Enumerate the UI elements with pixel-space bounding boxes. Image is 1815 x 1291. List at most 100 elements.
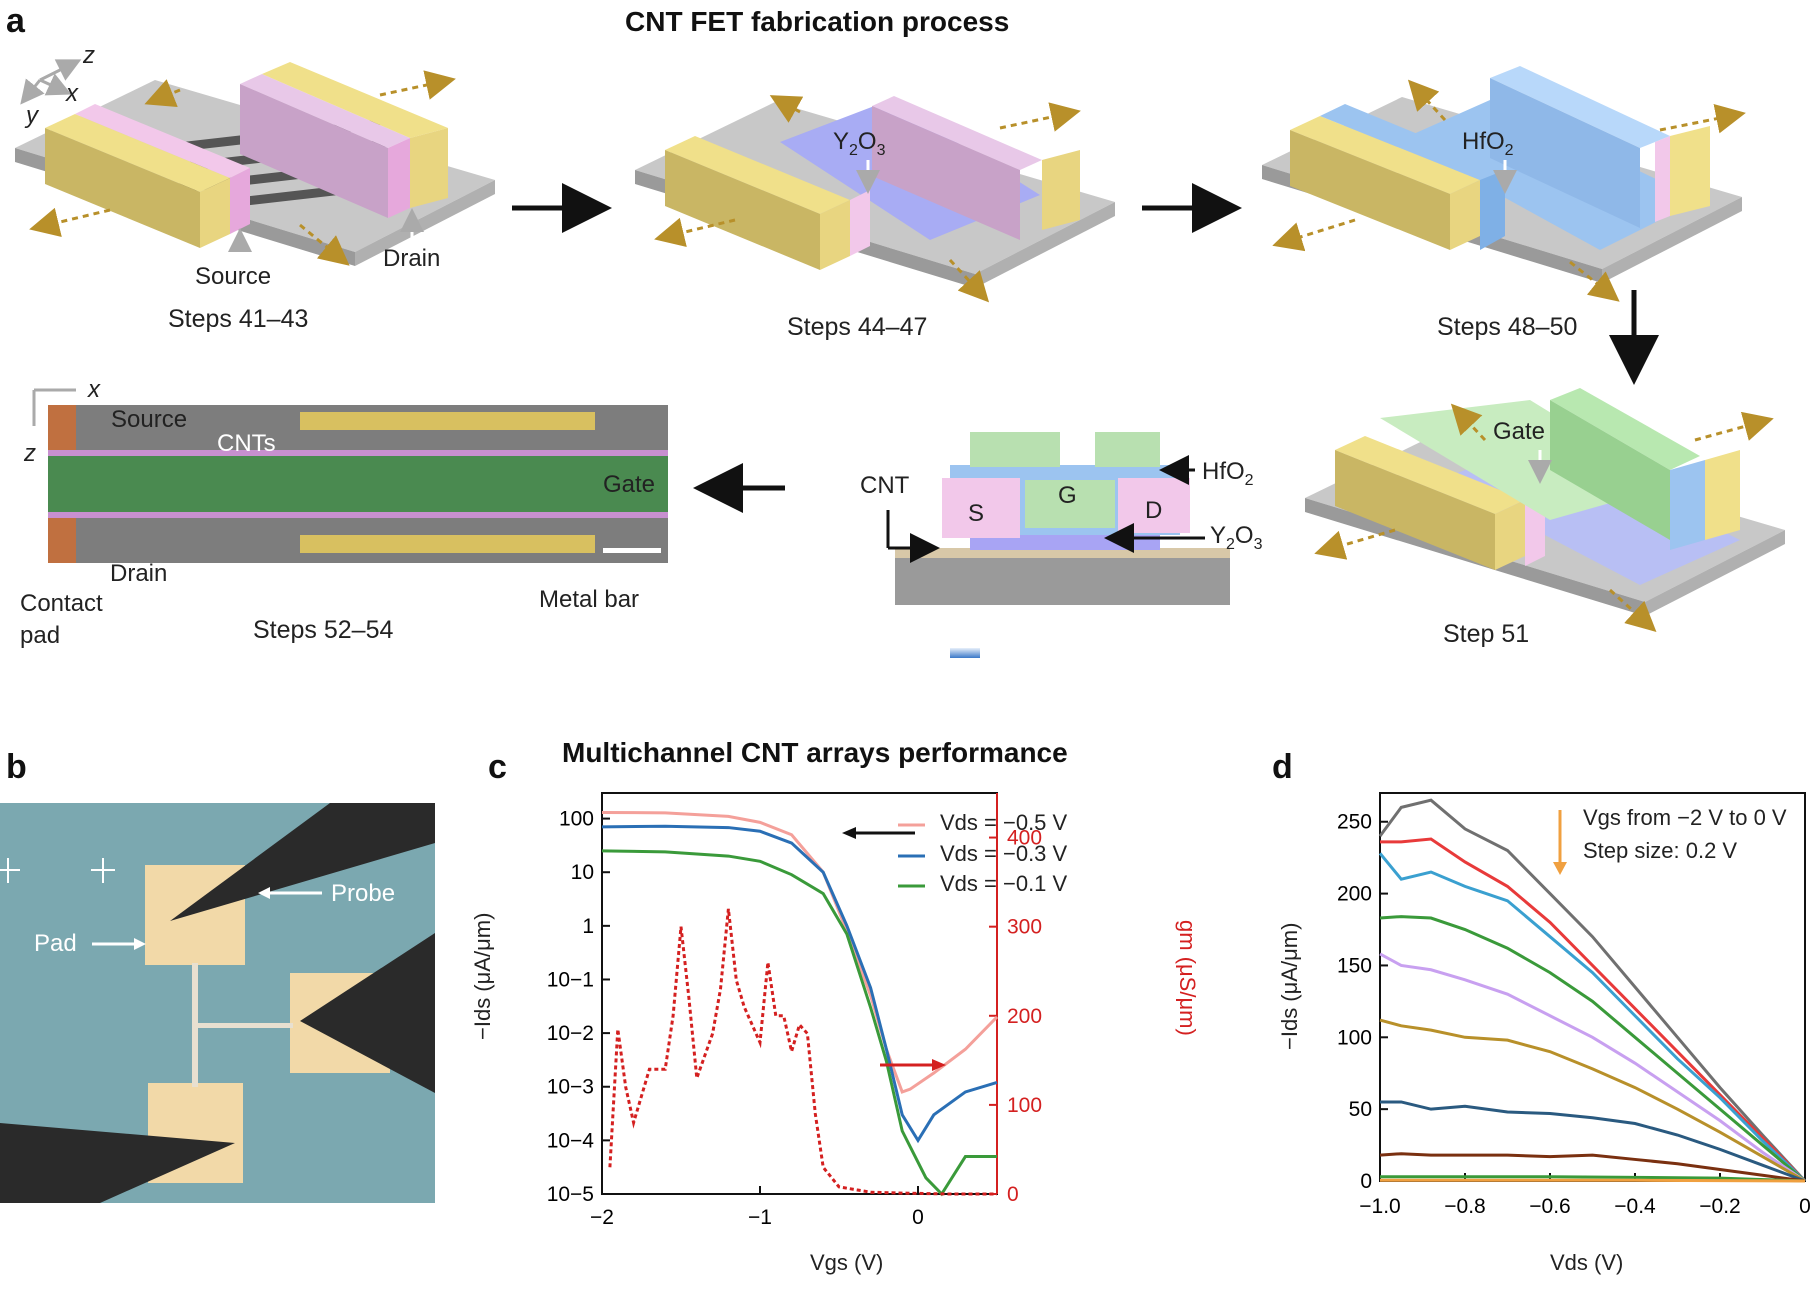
sem-cnts-label: CNTs <box>217 430 276 457</box>
d-annotation-line-2: Step size: 0.2 V <box>1583 838 1738 863</box>
c-xtick-label: −1 <box>748 1206 772 1229</box>
d-xtick-label: −0.4 <box>1614 1195 1656 1218</box>
sem-drain-label: Drain <box>110 560 168 587</box>
drain-label: Drain <box>383 245 441 272</box>
d-series-line <box>1378 852 1807 1183</box>
d-ylabel: −Ids (μA/μm) <box>1277 922 1302 1050</box>
d-annotation-line-1: Vgs from −2 V to 0 V <box>1583 805 1787 830</box>
sem-axes-icon <box>32 388 76 426</box>
c-legend-item-2: Vds = −0.3 V <box>940 841 1068 866</box>
c-series-line <box>601 810 999 1094</box>
c-ytick-left-label: 10 <box>571 861 594 884</box>
c-series <box>601 810 999 1197</box>
d-series-line <box>1380 1175 1806 1183</box>
source-label: Source <box>195 263 272 290</box>
cross-section-diagram <box>886 432 1230 605</box>
d-series-line <box>1380 1100 1806 1183</box>
device-steps-48-50 <box>1262 66 1746 302</box>
c-frame <box>601 792 998 1195</box>
steps-41-43-label: Steps 41–43 <box>168 305 309 333</box>
down-arrow-icon <box>950 648 980 658</box>
d-series-line <box>1379 1152 1806 1183</box>
d-series-line <box>1379 1018 1806 1183</box>
c-ytick-left-label: 10−3 <box>547 1076 594 1099</box>
steps-44-47-label: Steps 44–47 <box>787 313 928 341</box>
cs-d-label: D <box>1145 497 1163 524</box>
d-series-line <box>1378 798 1807 1183</box>
contact-pad-label-2: pad <box>20 622 61 649</box>
panel-c-letter: c <box>488 748 507 786</box>
axes-icon <box>20 59 82 105</box>
sem-axis-x-label: x <box>88 376 100 403</box>
y2o3-label: Y2O3 <box>833 128 886 159</box>
d-xtick-label: −1.0 <box>1359 1195 1400 1218</box>
c-xlabel: Vgs (V) <box>810 1250 884 1275</box>
d-series-line <box>1380 1178 1806 1183</box>
c-ytick-left-label: 10−1 <box>547 968 594 991</box>
d-series-line <box>1379 915 1806 1183</box>
hfo2-label: HfO2 <box>1462 128 1514 159</box>
sem-image <box>48 405 668 563</box>
panel-a-letter: a <box>6 2 25 40</box>
d-series-line <box>1380 837 1807 1183</box>
d-series-line <box>1379 952 1806 1183</box>
c-xtick-label: −2 <box>590 1206 614 1229</box>
c-series-line <box>608 908 997 1196</box>
d-xtick-label: −0.2 <box>1699 1195 1740 1218</box>
cs-cnt-label: CNT <box>860 472 910 499</box>
c-series-line <box>601 849 997 1197</box>
metal-bar-label: Metal bar <box>539 586 640 613</box>
d-ytick-label: 200 <box>1337 883 1372 906</box>
device-steps-44-47 <box>635 95 1115 303</box>
d-ytick-label: 50 <box>1349 1098 1372 1121</box>
cs-s-label: S <box>968 500 985 527</box>
d-xlabel: Vds (V) <box>1550 1250 1624 1275</box>
device-steps-41-43 <box>15 62 495 266</box>
c-ytick-left-label: 100 <box>559 808 594 831</box>
panel-d-letter: d <box>1272 748 1293 786</box>
c-ylabel-left: −Ids (μA/μm) <box>470 912 495 1040</box>
c-ytick-right-label: 400 <box>1007 827 1042 850</box>
d-ytick-label: 150 <box>1337 954 1372 977</box>
gate-label: Gate <box>1493 418 1546 445</box>
c-ylabel-right: gm (μS/μm) <box>1175 920 1200 1036</box>
c-ytick-right-label: 0 <box>1007 1183 1019 1206</box>
d-annotation-arrow <box>1553 810 1567 875</box>
step-51-label: Step 51 <box>1443 620 1530 648</box>
cs-g-label: G <box>1058 482 1077 509</box>
cs-hfo2-label: HfO2 <box>1202 458 1254 489</box>
pad-label: Pad <box>34 930 77 957</box>
device-step-51 <box>1305 388 1785 633</box>
axis-y-label: y <box>26 102 38 129</box>
c-ytick-right-label: 300 <box>1007 916 1042 939</box>
c-legend <box>898 823 925 888</box>
c-ytick-right-label: 200 <box>1007 1005 1042 1028</box>
cs-y2o3-label: Y2O3 <box>1210 522 1263 553</box>
probe-label: Probe <box>331 880 396 907</box>
d-xtick-label: −0.6 <box>1529 1195 1570 1218</box>
steps-52-54-label: Steps 52–54 <box>253 616 394 644</box>
d-xtick-label: 0 <box>1799 1195 1811 1218</box>
contact-pad-label-1: Contact <box>20 590 103 617</box>
d-ytick-label: 250 <box>1337 811 1372 834</box>
sem-gate-label: Gate <box>603 471 656 498</box>
axis-x-label: x <box>66 80 78 107</box>
sem-source-label: Source <box>111 406 188 433</box>
axis-z-label: z <box>83 42 95 69</box>
c-arrows <box>842 827 946 1071</box>
panel-a-illustration <box>15 59 1785 658</box>
d-series <box>1378 798 1807 1183</box>
c-legend-item-3: Vds = −0.1 V <box>940 871 1068 896</box>
d-ytick-label: 0 <box>1360 1170 1372 1193</box>
panel-b-micrograph <box>0 803 435 1203</box>
c-ytick-left-label: 10−5 <box>547 1183 594 1206</box>
sem-axis-z-label: z <box>24 440 36 467</box>
panel-c-title: Multichannel CNT arrays performance <box>562 737 1068 768</box>
c-legend-item-1: Vds = −0.5 V <box>940 810 1068 835</box>
panel-a-title: CNT FET fabrication process <box>625 6 1010 37</box>
c-ytick-right-label: 100 <box>1007 1094 1042 1117</box>
c-ytick-left-label: 1 <box>582 915 594 938</box>
